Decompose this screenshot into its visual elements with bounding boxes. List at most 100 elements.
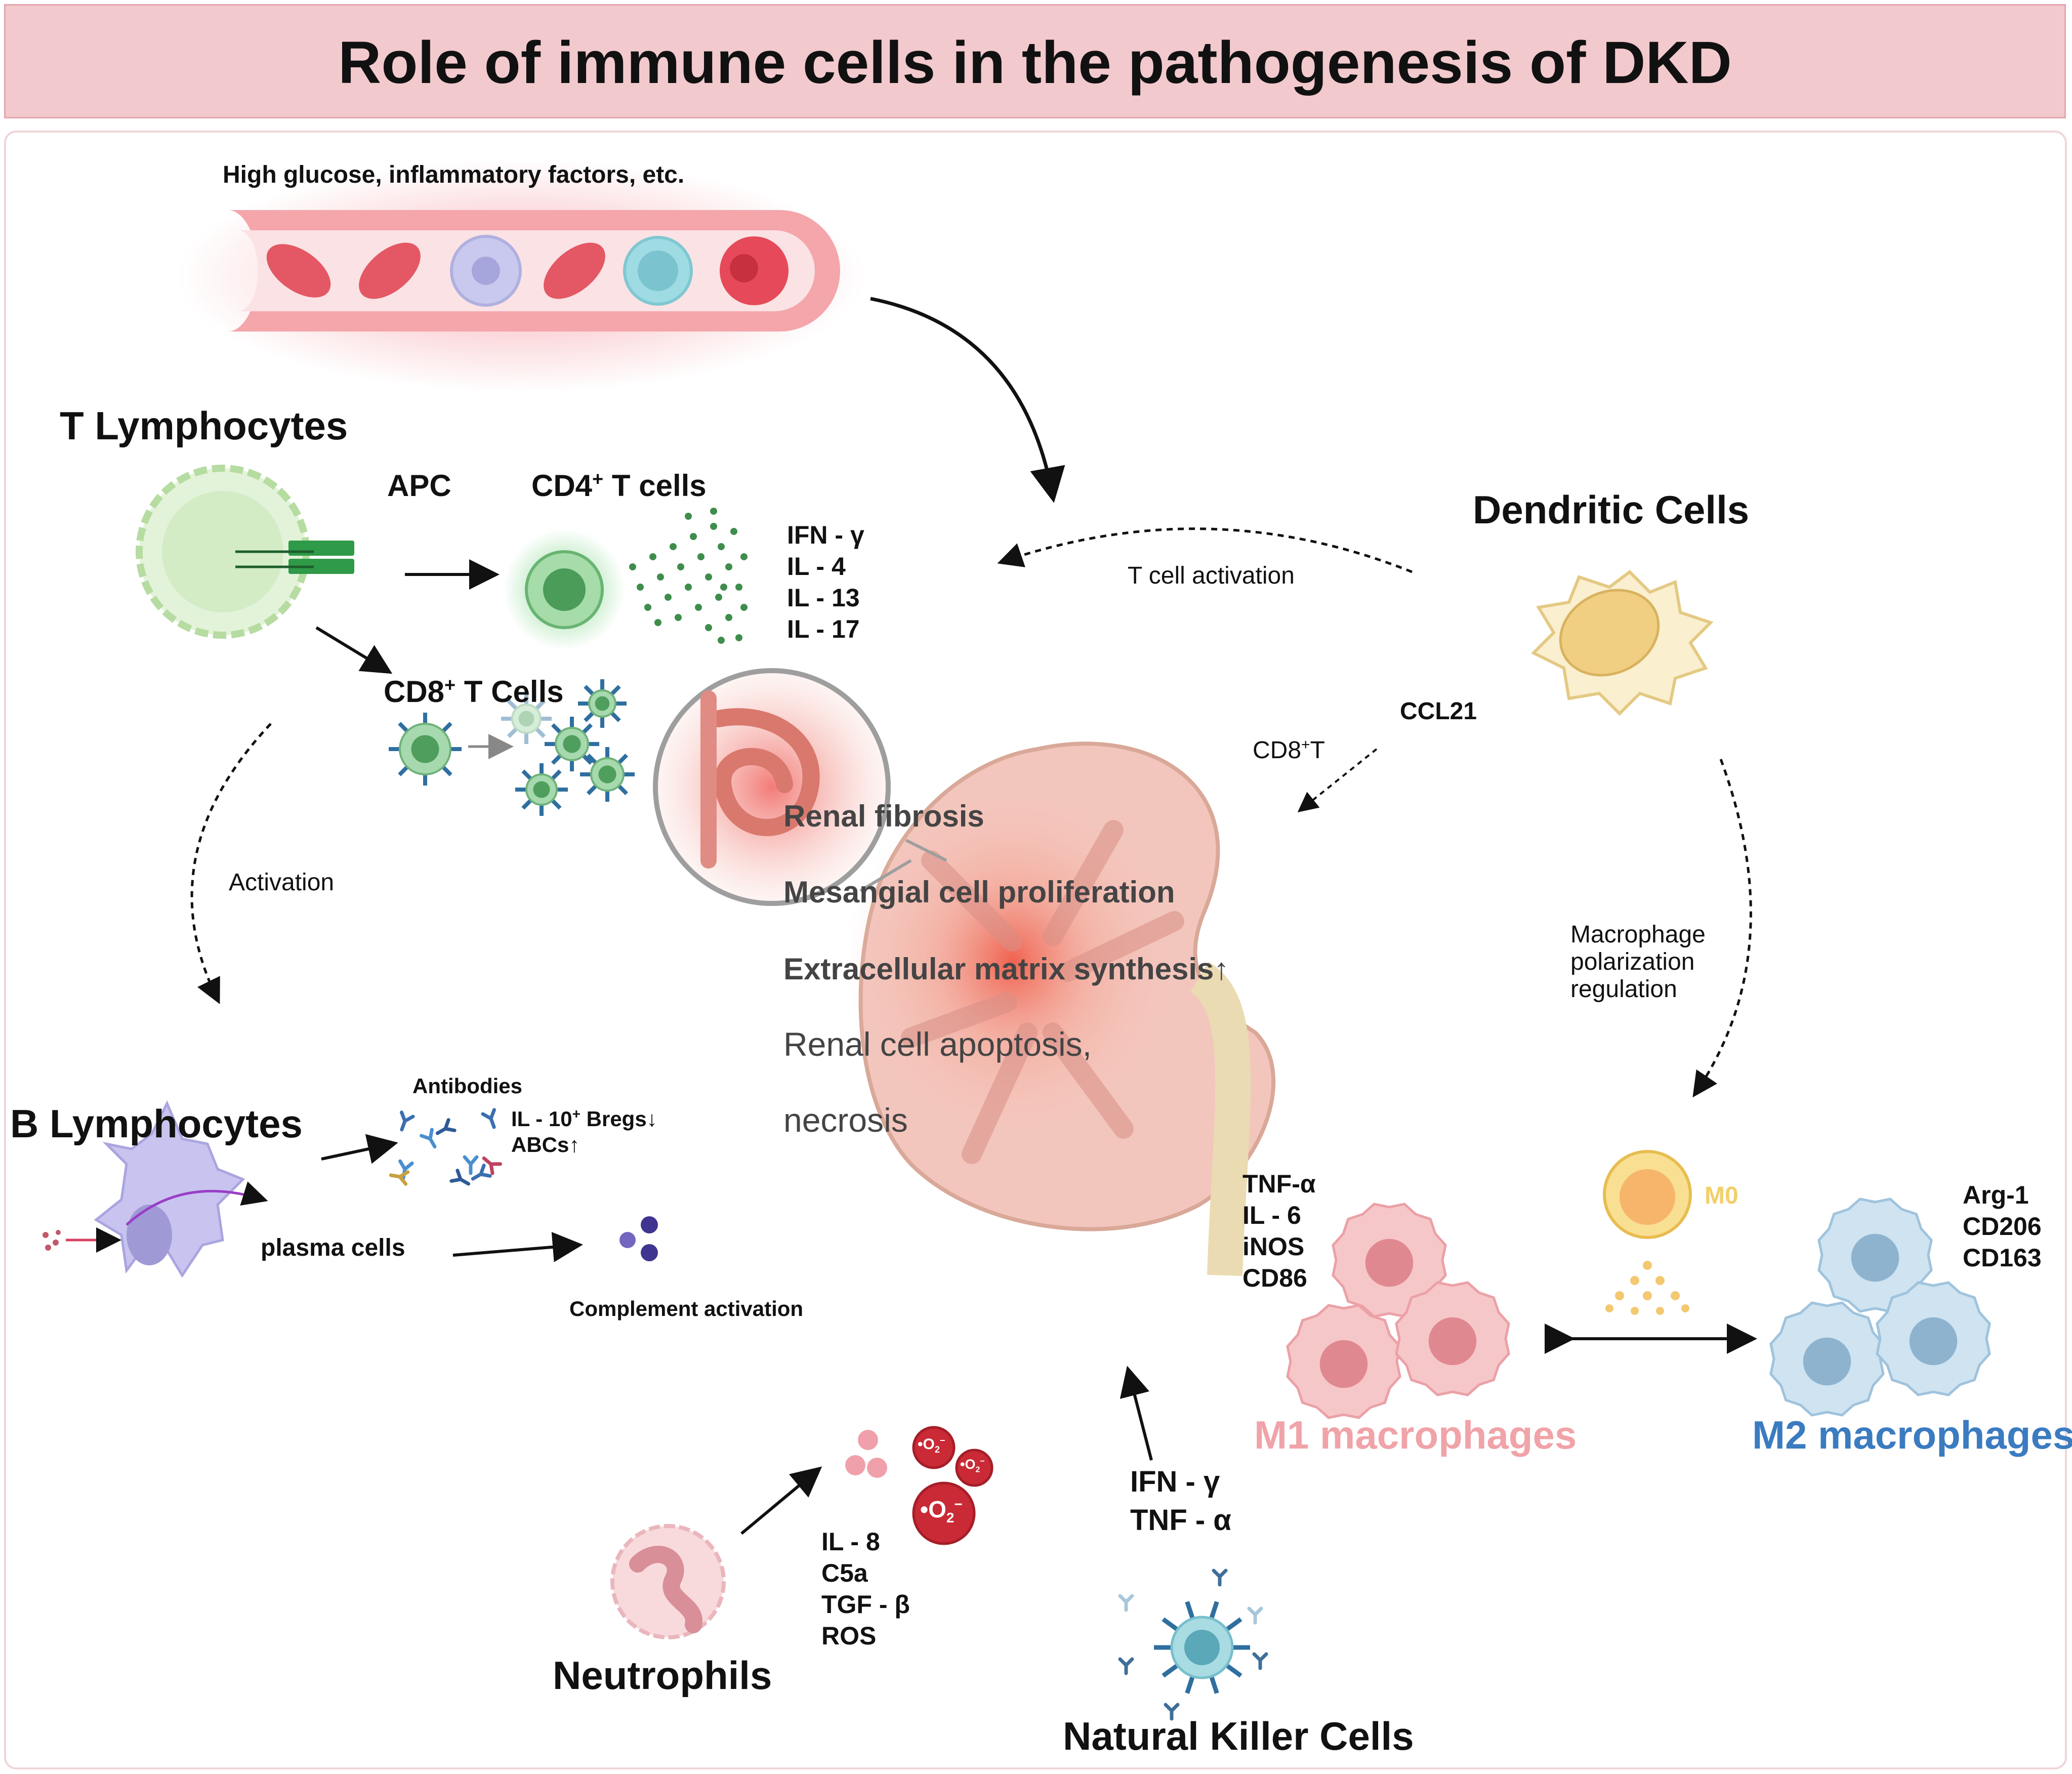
nk-cell-icon: [1118, 1569, 1268, 1721]
nk-cytokine: TNF - α: [1130, 1504, 1231, 1537]
macrophage-regulation-line: Macrophage: [1570, 921, 1706, 948]
particle-dots: [43, 1230, 61, 1251]
arrow-t-cell-activation: [997, 527, 1413, 573]
ros-symbol-3: •O2−: [920, 1496, 963, 1526]
m1-title: M1 macrophages: [1254, 1413, 1577, 1457]
ros-sup: −: [939, 1435, 945, 1446]
ros-symbol-1: •O2−: [918, 1435, 945, 1455]
effect-apoptosis: Renal cell apoptosis,: [783, 1025, 1092, 1063]
antibodies-label: Antibodies: [412, 1074, 522, 1098]
m1-marker: iNOS: [1242, 1232, 1305, 1261]
neutrophil-factor: ROS: [821, 1622, 877, 1650]
cd4-cytokine-list: IFN - γ IL - 4 IL - 13 IL - 17: [787, 519, 864, 645]
effect-renal-fibrosis: Renal fibrosis: [783, 799, 984, 833]
ros-sub: 2: [946, 1510, 955, 1526]
t-cell-activation-label: T cell activation: [1128, 562, 1295, 589]
cd8t-label: CD8+T: [1253, 736, 1325, 764]
neutrophil-factor: C5a: [821, 1559, 868, 1587]
nk-cytokines: IFN - γ TNF - α: [1130, 1463, 1231, 1540]
cd8t-name: CD8: [1253, 737, 1302, 764]
arrow-activation: [190, 723, 272, 1004]
plasma-cells-label: plasma cells: [261, 1234, 405, 1261]
activation-label: Activation: [229, 869, 335, 896]
cd8-sup: +: [444, 675, 456, 696]
blood-vessel-icon: [177, 159, 865, 392]
glomerulus-zoom-icon: [653, 668, 947, 906]
cd8-suffix: T Cells: [455, 675, 564, 709]
m1-markers: TNF-α IL - 6 iNOS CD86: [1242, 1168, 1316, 1294]
ros-sub: 2: [975, 1465, 980, 1474]
page-title: Role of immune cells in the pathogenesis…: [338, 29, 1732, 96]
neutrophil-granules-icon: [845, 1430, 887, 1478]
t-lymphocytes-title: T Lymphocytes: [60, 403, 348, 448]
arrow-nk-to-kidney: [1120, 1366, 1153, 1461]
macrophage-regulation-line: regulation: [1570, 976, 1677, 1003]
ros-symbol-text: •O: [920, 1496, 946, 1522]
cd4-label: CD4+ T cells: [531, 468, 707, 503]
abcs-label: ABCs↑: [511, 1133, 580, 1157]
ros-sub: 2: [934, 1445, 940, 1455]
arrow-apc-to-cd8: [315, 626, 393, 674]
effect-ecm: Extracellular matrix synthesis↑: [783, 952, 1229, 986]
cd4-cytokine: IFN - γ: [787, 521, 864, 549]
cd8-label: CD8+ T Cells: [384, 674, 564, 709]
neutrophils-title: Neutrophils: [553, 1653, 772, 1698]
arrow-plasma-to-complement: [452, 1232, 583, 1262]
m2-marker: CD206: [1963, 1212, 2042, 1241]
cd4-name: CD4: [531, 469, 593, 503]
bregs-label: IL - 10+ Bregs↓: [511, 1106, 657, 1131]
cd8t-suffix: T: [1310, 737, 1325, 764]
m1-marker: TNF-α: [1242, 1170, 1316, 1198]
complement-label: Complement activation: [569, 1297, 804, 1321]
ros-sup: −: [980, 1457, 985, 1466]
cd8-name: CD8: [384, 675, 445, 709]
ccl21-label: CCL21: [1400, 698, 1477, 725]
arrow-macrophage-regulation: [1692, 759, 1752, 1098]
title-bar: Role of immune cells in the pathogenesis…: [4, 4, 2066, 118]
m1-marker: CD86: [1242, 1264, 1307, 1292]
macrophage-regulation-label: Macrophage polarization regulation: [1570, 921, 1706, 1003]
ros-symbol-text: •O: [918, 1436, 935, 1453]
neutrophil-factors: IL - 8 C5a TGF - β ROS: [821, 1526, 910, 1652]
ros-symbol-2: •O2−: [960, 1457, 985, 1474]
ros-symbol-text: •O: [960, 1457, 976, 1472]
neutrophil-icon: [610, 1524, 726, 1639]
content-panel: [4, 131, 2067, 1769]
cd4-suffix: T cells: [603, 469, 707, 503]
cd4-t-cell-icon: [504, 529, 625, 650]
cd4-cytokine: IL - 17: [787, 615, 860, 643]
m2-macrophages-icon: [1769, 1198, 1991, 1417]
cd4-cytokine-dots: [629, 508, 748, 644]
cd8t-sup: +: [1301, 736, 1310, 753]
m2-title: M2 macrophages: [1752, 1413, 2072, 1457]
nk-cytokine: IFN - γ: [1130, 1465, 1220, 1498]
t-lymphocyte-apc-icon: [136, 465, 354, 639]
arrow-neutrophil-to-ros: [740, 1466, 822, 1535]
dendritic-title: Dendritic Cells: [1473, 487, 1750, 532]
apc-label: APC: [387, 469, 451, 503]
arrow-vessel-to-kidney: [870, 297, 1065, 503]
effect-mesangial: Mesangial cell proliferation: [783, 875, 1175, 909]
il10-sup: +: [572, 1106, 581, 1122]
b-lymphocytes-title: B Lymphocytes: [10, 1101, 303, 1146]
macrophage-regulation-line: polarization: [1570, 948, 1695, 975]
cd4-sup: +: [592, 469, 604, 490]
kidney-icon: [845, 741, 1276, 1276]
m0-macrophage-icon: [1603, 1150, 1692, 1315]
b-lymphocyte-icon: [66, 1100, 268, 1278]
il10-prefix: IL - 10: [511, 1107, 572, 1131]
cd8-t-cells-icon: [389, 679, 635, 816]
m2-marker: CD163: [1963, 1244, 2042, 1272]
il10-suffix: Bregs↓: [580, 1107, 657, 1131]
dendritic-cell-icon: [1530, 570, 1714, 716]
m1-macrophages-icon: [1286, 1203, 1510, 1419]
cd4-cytokine: IL - 13: [787, 584, 860, 612]
arrow-b-to-antibodies: [321, 1134, 398, 1164]
m2-markers: Arg-1 CD206 CD163: [1963, 1179, 2042, 1273]
complement-icon: [619, 1216, 658, 1261]
neutrophil-factor: TGF - β: [821, 1590, 910, 1619]
nk-title: Natural Killer Cells: [1063, 1714, 1414, 1758]
vessel-label: High glucose, inflammatory factors, etc.: [223, 161, 685, 188]
